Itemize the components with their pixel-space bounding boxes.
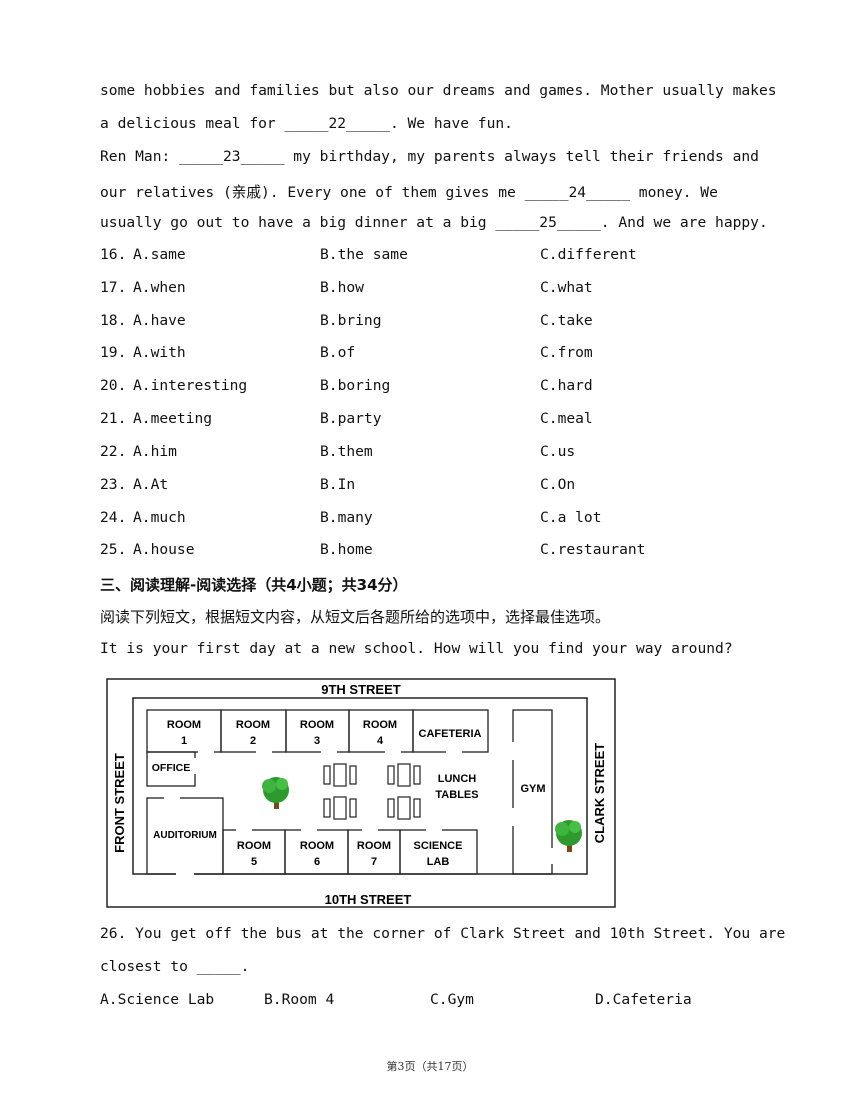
room-4-label: ROOM bbox=[363, 719, 397, 731]
science-lab-label-2: LAB bbox=[427, 856, 450, 868]
lunch-tables bbox=[323, 763, 421, 820]
option-a: A.with bbox=[133, 344, 186, 361]
room-1-label: ROOM bbox=[167, 719, 201, 731]
question-number: 21. bbox=[100, 410, 127, 427]
room-5-label: ROOM bbox=[237, 840, 271, 852]
option-a: A.have bbox=[133, 312, 186, 329]
q26-option-c: C.Gym bbox=[430, 991, 474, 1008]
option-b: B.them bbox=[320, 443, 373, 460]
option-c: C.different bbox=[540, 246, 637, 263]
room-1-number: 1 bbox=[181, 735, 187, 747]
question-number: 17. bbox=[100, 279, 127, 296]
option-b: B.bring bbox=[320, 312, 382, 329]
room-4-number: 4 bbox=[377, 735, 384, 747]
room-3-number: 3 bbox=[314, 735, 320, 747]
section-heading: 三、阅读理解-阅读选择（共4小题；共34分） bbox=[100, 576, 408, 594]
lunch-tables-label: LUNCH bbox=[438, 773, 477, 785]
question-number: 22. bbox=[100, 443, 127, 460]
passage-line: usually go out to have a big dinner at a… bbox=[100, 214, 768, 231]
passage-line: some hobbies and families but also our d… bbox=[100, 82, 777, 99]
option-c: C.what bbox=[540, 279, 593, 296]
passage-line: our relatives (亲戚). Every one of them gi… bbox=[100, 184, 718, 201]
question-26-stem: 26. You get off the bus at the corner of… bbox=[100, 925, 786, 942]
option-b: B.many bbox=[320, 509, 373, 526]
gym bbox=[512, 709, 553, 875]
page-footer: 第3页（共17页） bbox=[386, 1060, 474, 1073]
street-label-bottom: 10TH STREET bbox=[325, 892, 412, 907]
option-b: B.the same bbox=[320, 246, 408, 263]
q26-option-d: D.Cafeteria bbox=[595, 991, 692, 1008]
section-instruction: 阅读下列短文，根据短文内容，从短文后各题所给的选项中，选择最佳选项。 bbox=[100, 608, 611, 626]
room-6-label: ROOM bbox=[300, 840, 334, 852]
auditorium-label: AUDITORIUM bbox=[153, 830, 217, 841]
question-number: 20. bbox=[100, 377, 127, 394]
option-b: B.home bbox=[320, 541, 373, 558]
option-b: B.how bbox=[320, 279, 364, 296]
cafeteria-label: CAFETERIA bbox=[419, 728, 482, 740]
q26-option-a: A.Science Lab bbox=[100, 991, 215, 1008]
map-border bbox=[106, 678, 616, 908]
gym-label: GYM bbox=[520, 783, 545, 795]
room-7-number: 7 bbox=[371, 856, 377, 868]
option-a: A.At bbox=[133, 476, 169, 493]
option-a: A.interesting bbox=[133, 377, 248, 394]
option-c: C.On bbox=[540, 476, 576, 493]
lunch-tables-label-2: TABLES bbox=[435, 789, 478, 801]
school-map: 9TH STREET 10TH STREET FRONT STREET CLAR… bbox=[106, 678, 616, 908]
option-b: B.of bbox=[320, 344, 356, 361]
question-number: 16. bbox=[100, 246, 127, 263]
option-c: C.restaurant bbox=[540, 541, 646, 558]
q26-option-b: B.Room 4 bbox=[264, 991, 335, 1008]
option-b: B.boring bbox=[320, 377, 391, 394]
street-label-right: CLARK STREET bbox=[592, 743, 607, 843]
office-label: OFFICE bbox=[152, 762, 191, 774]
tree-icon bbox=[262, 777, 289, 809]
question-number: 18. bbox=[100, 312, 127, 329]
option-a: A.house bbox=[133, 541, 195, 558]
option-c: C.meal bbox=[540, 410, 593, 427]
room-2-label: ROOM bbox=[236, 719, 270, 731]
tree-icon bbox=[555, 820, 582, 852]
street-label-left: FRONT STREET bbox=[112, 753, 127, 853]
option-a: A.same bbox=[133, 246, 186, 263]
option-a: A.much bbox=[133, 509, 186, 526]
option-c: C.us bbox=[540, 443, 576, 460]
room-6-number: 6 bbox=[314, 856, 320, 868]
street-label-top: 9TH STREET bbox=[321, 682, 401, 697]
passage-intro: It is your first day at a new school. Ho… bbox=[100, 640, 733, 657]
room-5-number: 5 bbox=[251, 856, 257, 868]
option-a: A.him bbox=[133, 443, 177, 460]
option-a: A.when bbox=[133, 279, 186, 296]
room-3-label: ROOM bbox=[300, 719, 334, 731]
option-b: B.party bbox=[320, 410, 382, 427]
question-number: 23. bbox=[100, 476, 127, 493]
option-a: A.meeting bbox=[133, 410, 213, 427]
option-c: C.take bbox=[540, 312, 593, 329]
question-number: 19. bbox=[100, 344, 127, 361]
option-c: C.from bbox=[540, 344, 593, 361]
science-lab-label: SCIENCE bbox=[414, 840, 463, 852]
passage-line: a delicious meal for _____22_____. We ha… bbox=[100, 115, 513, 132]
question-26-stem-cont: closest to _____. bbox=[100, 958, 250, 975]
question-number: 24. bbox=[100, 509, 127, 526]
passage-line: Ren Man: _____23_____ my birthday, my pa… bbox=[100, 148, 759, 165]
option-c: C.a lot bbox=[540, 509, 602, 526]
room-2-number: 2 bbox=[250, 735, 256, 747]
room-7-label: ROOM bbox=[357, 840, 391, 852]
option-c: C.hard bbox=[540, 377, 593, 394]
question-number: 25. bbox=[100, 541, 127, 558]
option-b: B.In bbox=[320, 476, 356, 493]
